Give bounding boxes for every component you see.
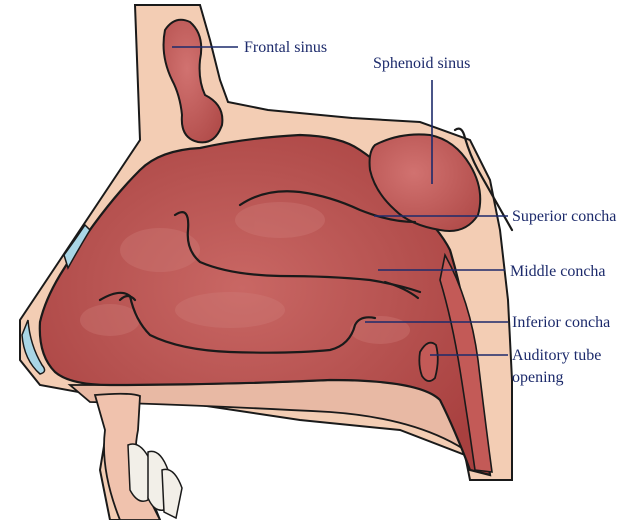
auditory-tube-label-line2: opening <box>512 369 564 386</box>
auditory-tube-shape <box>419 343 437 381</box>
middle-concha-label: Middle concha <box>510 263 606 280</box>
inferior-concha-label: Inferior concha <box>512 314 610 331</box>
superior-concha-label: Superior concha <box>512 208 616 225</box>
frontal-sinus-label: Frontal sinus <box>244 39 327 56</box>
auditory-tube-label-line1: Auditory tube <box>512 347 601 364</box>
sphenoid-sinus-label: Sphenoid sinus <box>373 55 470 72</box>
